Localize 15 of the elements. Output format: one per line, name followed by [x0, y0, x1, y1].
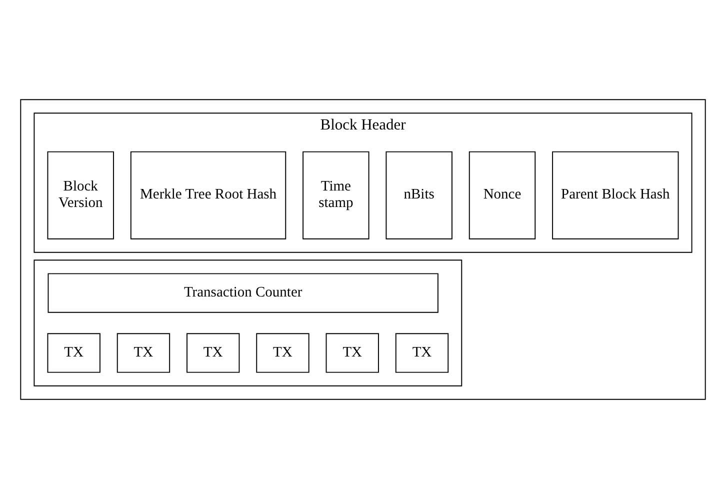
node-box: Merkle Tree Root Hash [130, 150, 286, 239]
node-box: TX [256, 332, 310, 372]
node-box: Nonce [468, 150, 536, 239]
node-box: TX [326, 332, 379, 372]
node-box: TX [186, 332, 240, 372]
cluster [20, 98, 706, 400]
node-box: nBits [386, 150, 452, 239]
node-box: TX [116, 332, 170, 372]
node-box: Parent Block Hash [552, 150, 679, 239]
node-box: TX [47, 332, 100, 372]
node-box: Transaction Counter [48, 272, 438, 312]
node-box: Block Version [47, 150, 114, 239]
node-box: TX [395, 332, 449, 372]
node-box: Time stamp [302, 150, 370, 239]
cluster [34, 259, 462, 386]
